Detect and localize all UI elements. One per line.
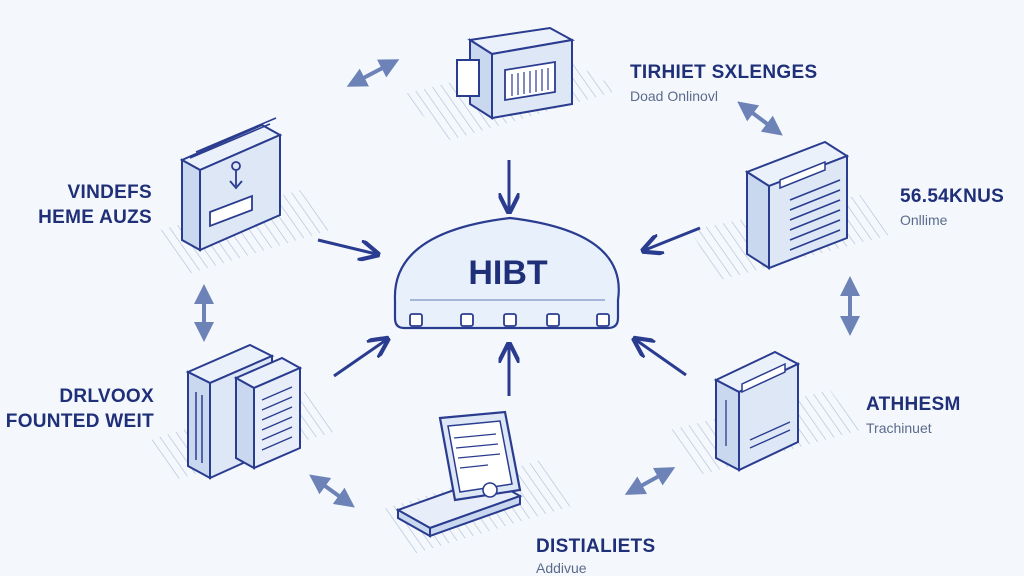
- node-label-right-lower: ATHHESM Trachinuet: [866, 394, 961, 436]
- node-label-right-upper: 56.54KNUS Onllime: [900, 186, 1004, 228]
- device-left-upper: [179, 117, 283, 252]
- node-subtitle-top: Doad Onlinovl: [630, 87, 718, 104]
- node-subtitle-right-lower: Trachinuet: [866, 419, 932, 436]
- node-label-left-upper: VINDEFS HEME AUZS: [38, 182, 152, 229]
- device-right-upper: [744, 140, 850, 270]
- node-label-left-lower: DRLVOOX FOUNTED WEIT: [6, 386, 154, 433]
- node-subtitle-bottom: Addivue: [536, 559, 587, 576]
- hub-node: HIBT: [393, 216, 620, 330]
- device-bottom: [395, 410, 523, 538]
- node-title-left-lower-1: DRLVOOX: [59, 386, 154, 407]
- node-title-right-upper: 56.54KNUS: [900, 186, 1005, 207]
- hub-label: HIBT: [468, 254, 548, 292]
- node-title-right-lower: ATHHESM: [866, 394, 961, 415]
- node-title-left-lower-2: FOUNTED WEIT: [5, 410, 154, 432]
- node-label-bottom: DISTIALIETS Addivue: [536, 536, 655, 576]
- node-title-bottom: DISTIALIETS: [536, 536, 656, 557]
- node-label-top: TIRHIET SXLENGES Doad Onlinovl: [630, 62, 817, 104]
- node-title-left-upper-1: VINDEFS: [67, 182, 152, 203]
- node-subtitle-right-upper: Onllime: [900, 211, 948, 228]
- device-right-lower: [713, 350, 801, 472]
- device-top: [456, 26, 575, 120]
- node-title-left-upper-2: HEME AUZS: [38, 206, 152, 228]
- device-left-lower: [185, 343, 303, 480]
- flow-arrows: [317, 160, 701, 396]
- node-title-top: TIRHIET SXLENGES: [630, 62, 818, 83]
- link-arrows: [194, 59, 860, 508]
